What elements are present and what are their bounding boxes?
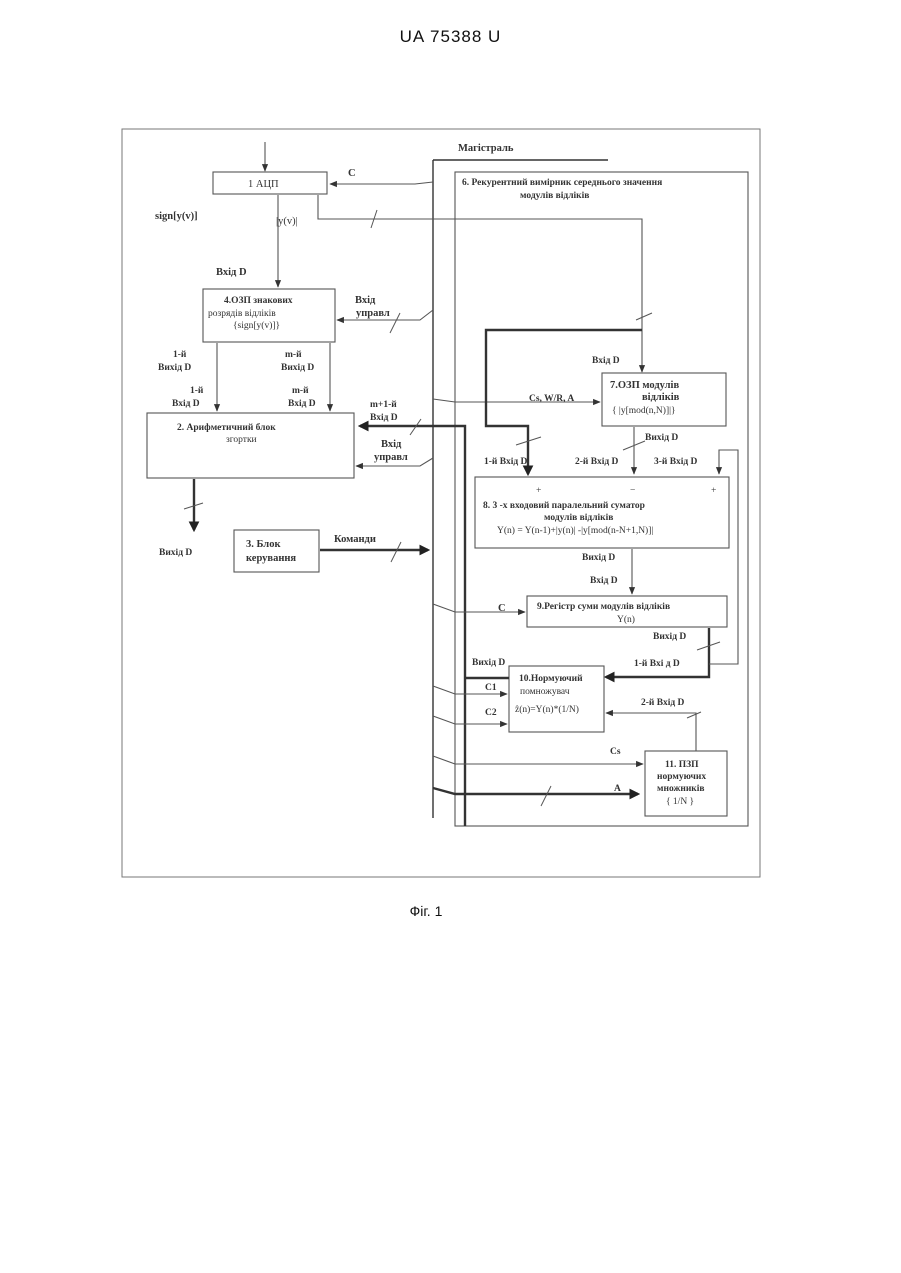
label-c-9: C	[498, 603, 506, 614]
module-ram-title-2: відліків	[642, 392, 680, 403]
sum-reg-title-2: Y(n)	[617, 614, 635, 625]
label-in-d-7: Вхід D	[592, 355, 620, 366]
bus	[433, 160, 608, 818]
label-out-d-8: Вихід D	[582, 552, 615, 563]
normalizer-title-3: ẑ(n)=Y(n)*(1/N)	[515, 704, 579, 715]
control-block	[234, 530, 319, 572]
meter-block	[455, 172, 748, 826]
label-commands: Команди	[334, 534, 376, 545]
label-mod-out: |y(v)|	[276, 216, 298, 227]
label-out-2: Вихід D	[159, 547, 192, 558]
label-out-m-a: m-й	[285, 349, 302, 360]
label-in-1-a: 1-й	[190, 385, 204, 396]
figure-caption: Фіг. 1	[0, 903, 852, 919]
meter-title-2: модулів відліків	[520, 190, 589, 201]
control-title-2: керування	[246, 553, 296, 564]
label-in2-8: 2-й Вхід D	[575, 456, 619, 467]
sign-ram-title-3: {sign[y(v)]}	[233, 320, 280, 331]
label-in-m-a: m-й	[292, 385, 309, 396]
label-in-m-b: Вхід D	[288, 398, 316, 409]
normalizer-title-2: помножувач	[520, 687, 570, 697]
label-in-1-b: Вхід D	[172, 398, 200, 409]
label-in-m1-a: m+1-й	[370, 399, 397, 410]
module-ram-title-1: 7.ОЗП модулів	[610, 380, 679, 391]
label-out-1-a: 1-й	[173, 349, 187, 360]
label-c2: C2	[485, 708, 497, 718]
label-cs-wr-a: Cs, W/R, A	[529, 394, 574, 404]
adder-title-3: Y(n) = Y(n-1)+|y(n)| -|y[mod(n-N+1,N)]|	[497, 525, 653, 536]
label-in-m1-b: Вхід D	[370, 412, 398, 423]
label-in-d-9: Вхід D	[590, 575, 618, 586]
label-in1-8: 1-й Вхід D	[484, 456, 528, 467]
label-minus: −	[630, 486, 635, 496]
arith-title-2: згортки	[226, 435, 257, 445]
bus-label: Магістраль	[458, 143, 514, 154]
label-out-m-b: Вихід D	[281, 362, 314, 373]
label-ctrl-in-2-a: Вхід	[381, 439, 402, 450]
label-out-d-10: Вихід D	[472, 657, 505, 668]
label-c-adc: C	[348, 168, 356, 179]
sign-ram-title-2: розрядів відліків	[208, 309, 276, 319]
label-ctrl-in-4-b: управл	[356, 308, 390, 319]
sum-reg-title-1: 9.Регістр суми модулів відліків	[537, 601, 670, 612]
rom-title-2: нормуючих	[657, 772, 706, 782]
label-a: A	[614, 784, 621, 794]
label-out-d-7: Вихід D	[645, 432, 678, 443]
rom-title-3: множників	[657, 783, 705, 794]
label-cs: Cs	[610, 747, 621, 757]
label-ctrl-in-2-b: управл	[374, 452, 408, 463]
label-in1-10: 1-й Вхі д D	[634, 658, 680, 669]
module-ram-title-3: { |y[mod(n,N)]|}	[612, 405, 676, 416]
control-title-1: 3. Блок	[246, 539, 281, 550]
label-in3-8: 3-й Вхід D	[654, 456, 698, 467]
sign-ram-title-1: 4.ОЗП знакових	[224, 296, 293, 306]
adder-title-2: модулів відліків	[544, 512, 613, 523]
label-out-d-9: Вихід D	[653, 631, 686, 642]
label-ctrl-in-4-a: Вхід	[355, 295, 376, 306]
label-plus-2: +	[711, 486, 716, 496]
label-in2-10: 2-й Вхід D	[641, 697, 685, 708]
rom-title-4: { 1/N }	[666, 797, 694, 807]
arith-title-1: 2. Арифметичний блок	[177, 422, 276, 433]
label-sign-out: sign[y(v)]	[155, 211, 198, 222]
label-out-1-b: Вихід D	[158, 362, 191, 373]
normalizer-title-1: 10.Нормуючий	[519, 673, 583, 684]
adder-title-1: 8. 3 -х входовий паралельний суматор	[483, 500, 645, 511]
adc-title: 1 АЦП	[248, 179, 279, 190]
label-in-d-4: Вхід D	[216, 267, 247, 278]
label-plus-1: +	[536, 486, 541, 496]
meter-title-1: 6. Рекурентний вимірник середнього значе…	[462, 177, 662, 188]
rom-title-1: 11. ПЗП	[665, 760, 699, 770]
label-c1: C1	[485, 683, 497, 693]
